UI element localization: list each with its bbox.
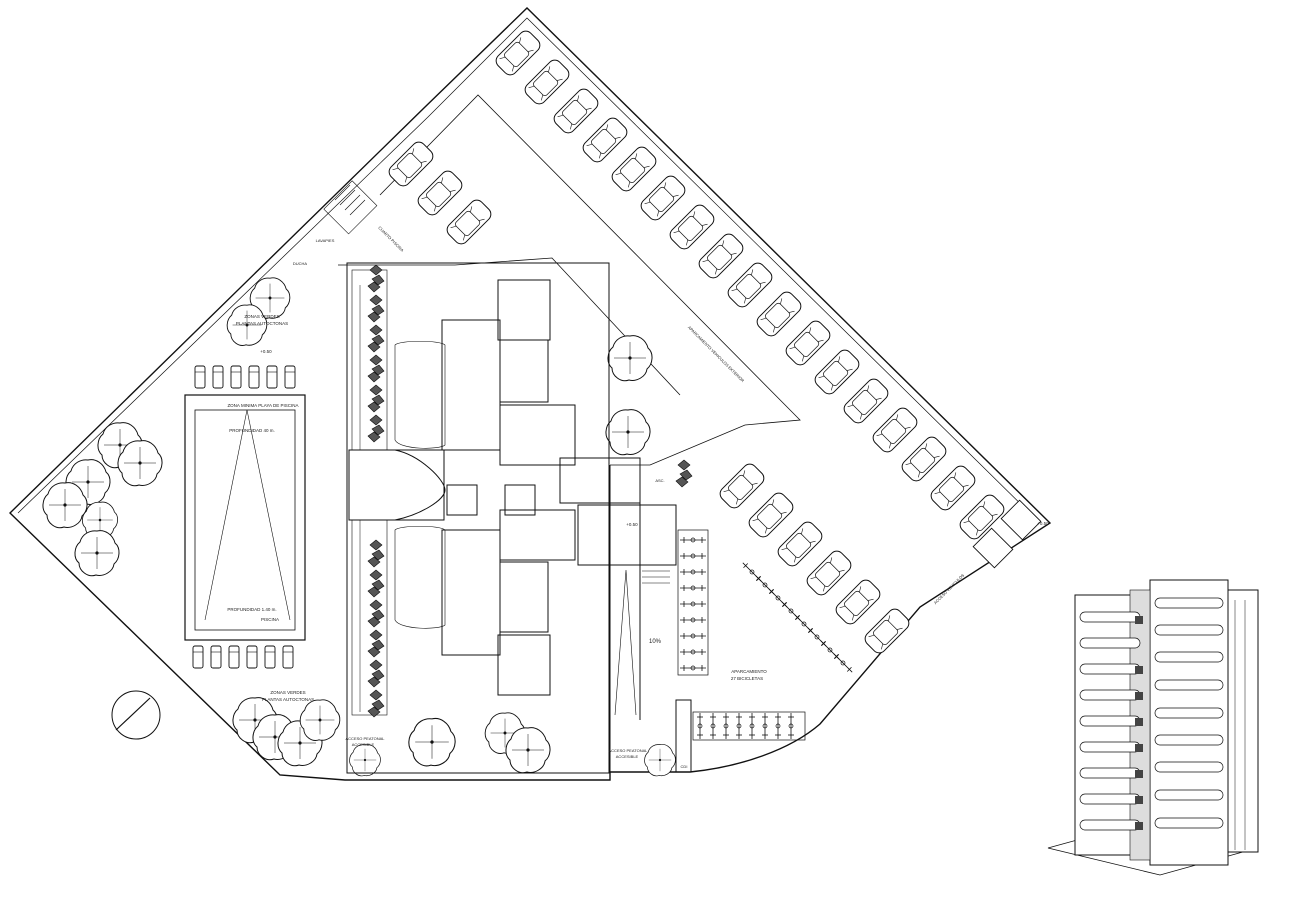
building-perspective-icon (1047, 579, 1259, 876)
loungers-bottom (192, 645, 294, 669)
label-bicicletas: 27 BICICLETAS (731, 676, 763, 681)
label-acceso-peatonal-1: ACCESO PEATONAL (346, 736, 386, 741)
cuarto-piscina (972, 499, 1042, 569)
label-acceso-peatonal-2: ACCESO PEATONAL (609, 748, 649, 753)
label-aparcamiento-vehiculos: APARCAMIENTO VEHICULOS EXTERIOR (687, 325, 745, 383)
label-cuarto-piscina: CUARTO PISCINA (377, 225, 405, 253)
label-piscina: PISCINA (261, 617, 279, 622)
label-zona-minima-playa: ZONA MINIMA PLAYA DE PISCINA (227, 403, 298, 408)
swimming-pool (184, 394, 306, 641)
label-plantas-autoctonas-bottom: PLANTAS AUTOCTONAS (262, 697, 314, 702)
bike-racks-vertical (677, 529, 709, 676)
building-footprint (346, 262, 692, 774)
parking-row-lower (716, 460, 913, 657)
label-cota-3: +0.50 (1037, 521, 1049, 526)
parking-row-upper-left (385, 138, 495, 248)
label-cota-2: +0.50 (626, 522, 638, 527)
site-boundary (8, 7, 1052, 781)
label-profundidad-1: PROFUNDIDAD 40 m. (229, 428, 275, 433)
label-zonas-verdes-top: ZONAS VERDES (244, 314, 279, 319)
label-ducha: DUCHA (293, 261, 308, 266)
label-acceso-vehiculos: ACCESO VEHICULOS (933, 572, 966, 605)
stairs (323, 180, 670, 584)
label-ascensor: ASC. (655, 478, 664, 483)
label-rampa: 10% (649, 639, 662, 645)
label-aparcamiento: APARCAMIENTO (731, 669, 767, 674)
label-accesible-2: ACCESIBLE (616, 754, 639, 759)
label-lavapies: LAVAPIES (316, 238, 335, 243)
loungers-top (194, 365, 296, 389)
bike-racks-horizontal (692, 711, 806, 741)
label-zonas-verdes-bottom: ZONAS VERDES (270, 690, 305, 695)
north-arrow-icon (111, 690, 161, 740)
label-cota-1: +0.50 (260, 349, 272, 354)
label-plantas-autoctonas-top: PLANTAS AUTOCTONAS (236, 321, 288, 326)
label-profundidad-2: PROFUNDIDAD 1.40 m. (227, 607, 276, 612)
label-accesible-1: ACCESIBLE (352, 742, 375, 747)
label-cdi: CDI (681, 764, 688, 769)
